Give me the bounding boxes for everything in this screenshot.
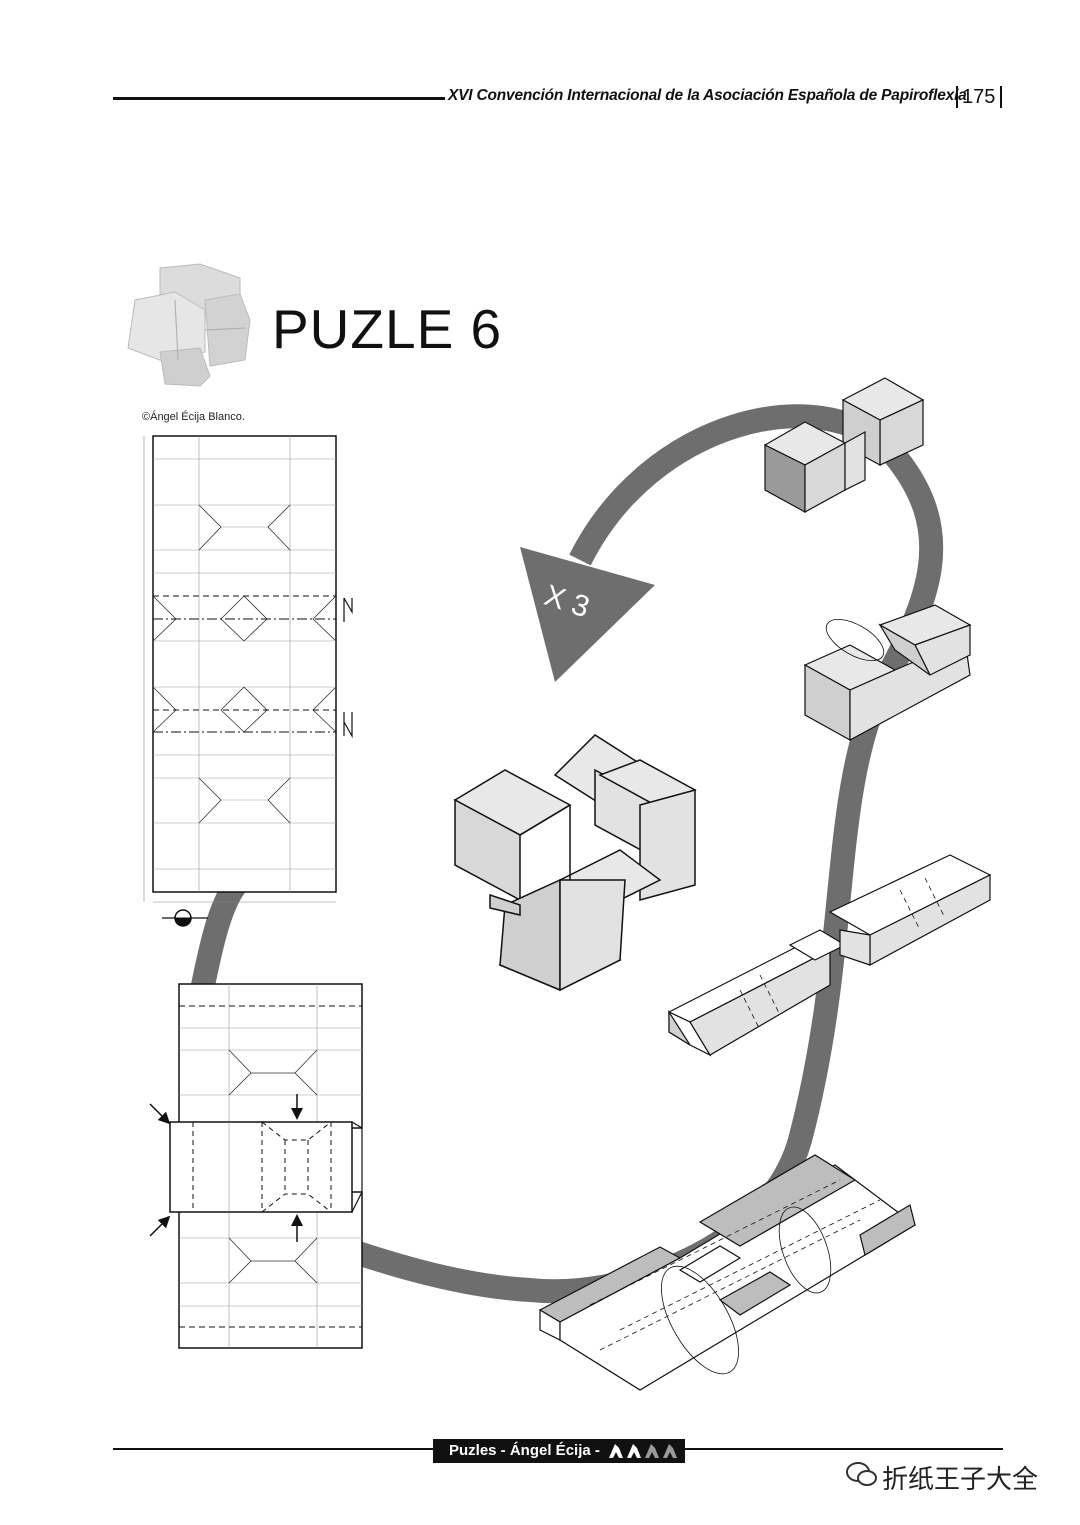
footer-label-box: Puzles - Ángel Écija - xyxy=(433,1439,685,1463)
header-rule xyxy=(113,97,445,100)
crease-pattern xyxy=(143,435,353,927)
page-number: 175 xyxy=(962,86,996,108)
footer-rule-right xyxy=(685,1448,1003,1450)
unit-step-assemble xyxy=(803,604,972,742)
folded-sheet xyxy=(149,983,363,1349)
wechat-icon xyxy=(846,1462,877,1486)
difficulty-icon xyxy=(609,1444,677,1458)
footer-rule-left xyxy=(113,1448,433,1450)
copyright-note: ©Ángel Écija Blanco. xyxy=(142,411,245,423)
footer-label: Puzles - Ángel Écija - xyxy=(449,1442,600,1459)
unit-step-cubes xyxy=(763,377,925,514)
watermark-text: 折纸王子大全 xyxy=(882,1465,1039,1495)
model-photo xyxy=(127,263,251,387)
unit-step-flat xyxy=(538,1154,917,1391)
unit-step-bar xyxy=(667,854,992,1057)
convention-title: XVI Convención Internacional de la Asoci… xyxy=(448,87,967,104)
finished-model xyxy=(453,734,697,992)
header-divider xyxy=(956,86,958,108)
header-divider-right xyxy=(1000,86,1002,108)
page-title: PUZLE 6 xyxy=(272,298,503,360)
